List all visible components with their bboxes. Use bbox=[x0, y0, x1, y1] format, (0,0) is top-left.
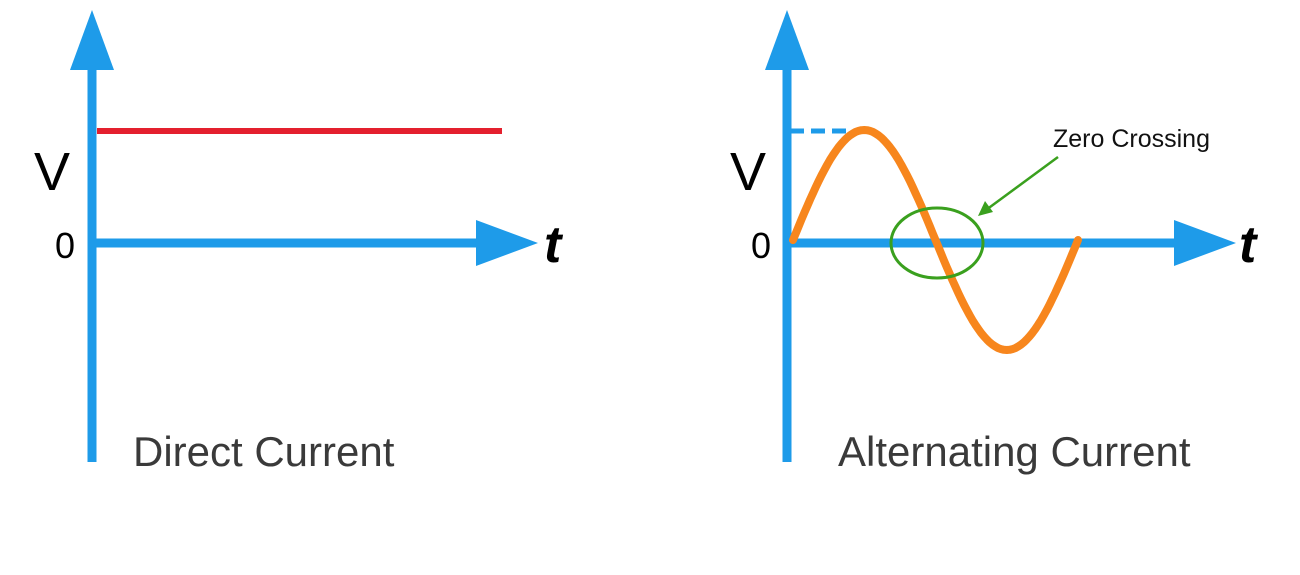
ac-t-label: t bbox=[1239, 216, 1259, 274]
ac-graph: V 0 t Zero Crossing Alternating Current bbox=[730, 10, 1259, 475]
ac-t-axis-arrowhead bbox=[1174, 220, 1236, 266]
dc-v-label: V bbox=[34, 142, 70, 202]
dc-zero-label: 0 bbox=[55, 225, 75, 266]
zero-crossing-ellipse bbox=[889, 206, 985, 280]
ac-caption: Alternating Current bbox=[838, 428, 1191, 475]
dc-t-axis-arrowhead bbox=[476, 220, 538, 266]
ac-v-axis-arrowhead bbox=[765, 10, 809, 70]
zero-crossing-pointer bbox=[985, 155, 1059, 212]
zero-crossing-pointer-head bbox=[978, 201, 993, 216]
ac-v-label: V bbox=[730, 142, 766, 202]
ac-sine-wave bbox=[789, 126, 1082, 354]
zero-crossing-label: Zero Crossing bbox=[1053, 125, 1210, 153]
dc-v-axis-arrowhead bbox=[70, 10, 114, 70]
dc-caption: Direct Current bbox=[133, 428, 395, 475]
dc-t-label: t bbox=[544, 216, 564, 274]
ac-zero-label: 0 bbox=[751, 225, 771, 266]
dc-graph: V 0 t Direct Current bbox=[34, 10, 564, 475]
